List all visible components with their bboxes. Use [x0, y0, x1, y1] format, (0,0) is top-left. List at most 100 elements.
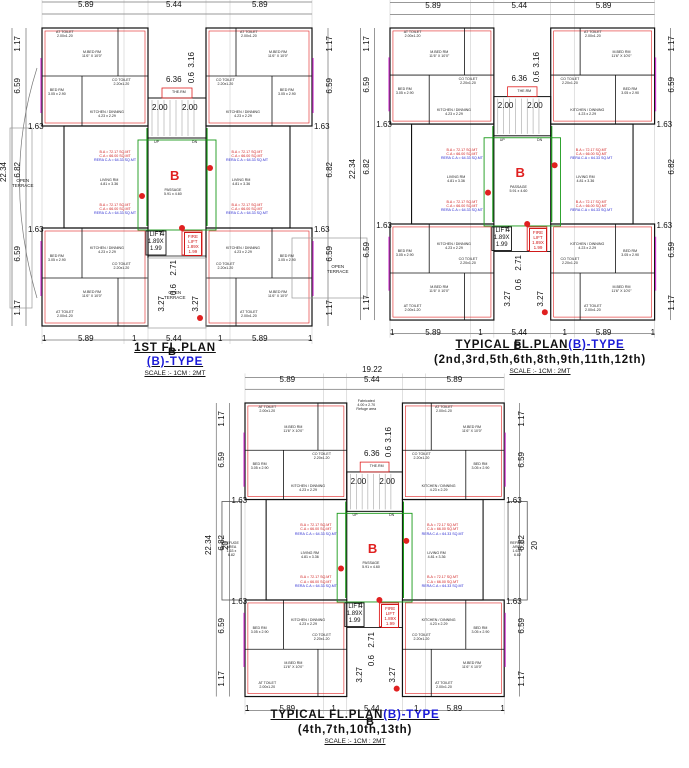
rera-carpet-area: RERA C.A = 64.33 SQ.MT	[94, 158, 137, 163]
block-b-mark: B	[170, 168, 180, 183]
dim-two-b: 2.00	[379, 476, 395, 486]
dim-bed-right-bottom: 6.59	[667, 241, 677, 258]
dim-edge-top-right: 1.17	[516, 410, 526, 427]
dim-side-top-right: 5.89	[595, 0, 612, 10]
dim-two-a: 2.00	[152, 103, 168, 112]
plan-1-title: 1ST FL.PLAN (B)-TYPE SCALE :- 1CM : 2MT	[95, 342, 255, 377]
dim-mid-bottom: 5.44	[364, 704, 380, 714]
block-b-mark: B	[367, 540, 378, 556]
dim-edge-bottom-right: 1.17	[516, 670, 526, 687]
carpet-area: C.A = 66.00 SQ.MT	[300, 527, 332, 532]
dim-four: 4	[358, 600, 363, 610]
carpet-area: C.A = 66.00 SQ.MT	[231, 154, 263, 159]
dim-06-bottom: 0.6	[366, 655, 376, 667]
dim-two-a: 2.00	[497, 101, 514, 111]
dim-two-b: 2.00	[182, 103, 198, 112]
dim-small-a-left-top: 1.63	[376, 120, 392, 130]
dim-bed-right-bottom: 6.59	[325, 246, 334, 262]
plan-2-type: (B)-TYPE	[568, 339, 625, 351]
dim-327-left: 3.27	[355, 666, 365, 683]
built-area: B.A = 72.17 SQ.MT	[427, 575, 459, 580]
stair-down-label: DN	[389, 513, 395, 518]
dim-inner: 6.36	[364, 449, 380, 459]
rera-carpet-area: RERA C.A = 64.33 SQ.MT	[440, 207, 483, 212]
built-area: B.A = 72.17 SQ.MT	[231, 203, 263, 207]
right-terrace-outline	[291, 237, 368, 299]
dim-four: 4	[160, 229, 165, 238]
dim-edge-bottom-left: 1.17	[217, 670, 227, 687]
built-area: B.A = 72.17 SQ.MT	[300, 523, 332, 528]
dim-small-a-left-top: 1.63	[231, 495, 248, 505]
built-area: B.A = 72.17 SQ.MT	[446, 147, 478, 152]
wing-1-living-block	[550, 123, 634, 225]
carpet-area: C.A = 66.00 SQ.MT	[231, 207, 263, 212]
dim-edge-bottom-right: 1.17	[667, 294, 677, 311]
dim-side-bottom-right: 5.89	[446, 704, 463, 714]
dim-bed-left-bottom: 6.59	[361, 241, 371, 258]
dim-small-a-left-bottom: 1.63	[231, 597, 248, 607]
rera-carpet-area: RERA C.A = 64.33 SQ.MT	[570, 207, 613, 212]
dim-side-top-left: 5.89	[425, 0, 441, 10]
the-room-label: THE.RM	[517, 88, 532, 93]
dim-bed-left-top: 6.59	[217, 452, 227, 468]
passage-outline	[137, 139, 217, 231]
center-terrace-outline	[147, 257, 207, 329]
fire-point-marker	[179, 225, 185, 231]
wing-0-living-block	[411, 123, 495, 225]
dim-small-a-right-top: 1.63	[506, 495, 522, 505]
wing-0-living-block	[63, 125, 149, 229]
dim-living-left: 6.82	[361, 159, 371, 175]
built-area: B.A = 72.17 SQ.MT	[99, 150, 131, 154]
plan-2-scale: SCALE :- 1CM : 2MT	[509, 368, 571, 375]
plan-3-title-text: TYPICAL FL.PLAN	[270, 709, 384, 721]
built-area: B.A = 72.17 SQ.MT	[575, 147, 607, 152]
dim-side-bottom-right: 5.89	[595, 327, 612, 337]
plan-1-drawing	[9, 0, 368, 344]
dim-side-top-right: 5.89	[446, 375, 463, 385]
plan-3-drawing	[215, 373, 528, 715]
rera-carpet-area: RERA C.A = 64.33 SQ.MT	[570, 155, 613, 160]
dim-one-right: 1	[500, 704, 505, 714]
lift-shaft	[344, 602, 365, 628]
axis-b-mark: B	[168, 346, 176, 358]
dim-271: 2.71	[366, 631, 376, 648]
wing-1-lower-red	[553, 226, 652, 318]
dim-06-bottom: 0.6	[514, 278, 524, 290]
dim-edge-bottom-left: 1.17	[361, 294, 371, 311]
built-area: B.A = 72.17 SQ.MT	[427, 523, 459, 528]
built-area: B.A = 72.17 SQ.MT	[575, 199, 607, 204]
fire-point-marker	[485, 189, 491, 196]
rera-carpet-area: RERA C.A = 64.33 SQ.MT	[440, 155, 483, 160]
wing-0-upper-red	[392, 30, 492, 122]
